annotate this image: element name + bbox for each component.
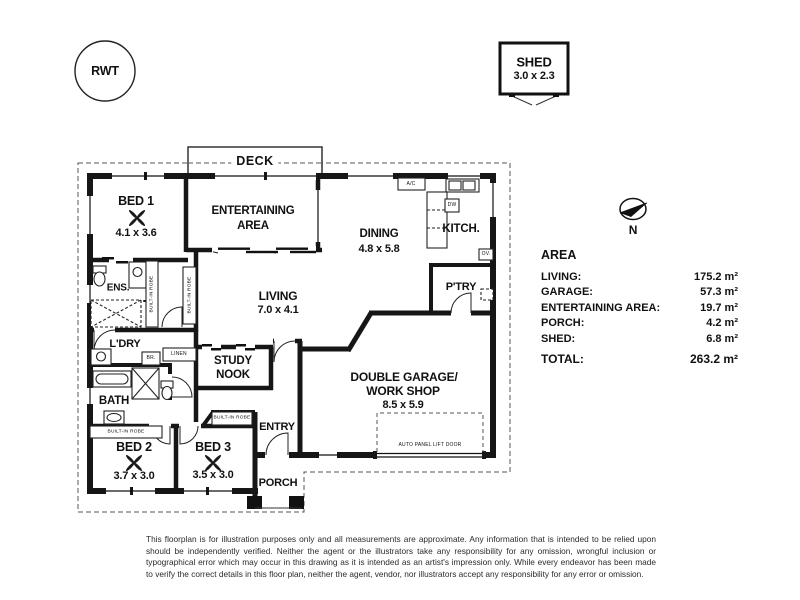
legend-row: LIVING:175.2 m²	[541, 271, 738, 283]
room-label-bed3: BED 3	[195, 440, 231, 454]
broom-box	[141, 351, 161, 366]
kitchen-sink-icon	[445, 178, 480, 193]
legend-row: ENTERTAINING AREA:19.7 m²	[541, 301, 738, 314]
shower-icon	[90, 299, 142, 328]
legend-total: TOTAL:263.2 m²	[541, 352, 738, 367]
pantry-shelf-icon	[480, 288, 494, 301]
ov-label: OV.	[481, 251, 491, 257]
porch-pillars	[247, 496, 304, 509]
door-arcs	[93, 292, 472, 456]
deck-label: DECK	[231, 154, 279, 168]
linen-box	[162, 347, 197, 362]
dw-label: DW	[447, 202, 457, 208]
disclaimer-text: This floorplan is for illustration purpo…	[146, 534, 656, 580]
room-label-living: LIVING	[258, 289, 298, 303]
room-dims-living: 7.0 x 4.1	[257, 304, 299, 316]
room-label-study: STUDY	[214, 355, 252, 367]
bathtub-icon	[92, 370, 132, 388]
room-label-study-2: NOOK	[216, 369, 250, 381]
robe-label: BUILT-IN ROBE	[187, 276, 192, 314]
toilet-icon	[92, 265, 107, 287]
room-label-kitchen: KITCH.	[442, 223, 480, 235]
ac-label: A/C	[406, 181, 416, 187]
robe-label: BUILT-IN ROBE	[107, 429, 145, 435]
sliding-door-icon	[212, 246, 316, 255]
robe-box	[211, 411, 253, 426]
shed-outline	[498, 41, 570, 106]
room-dims-bed2: 3.7 x 3.0	[113, 470, 155, 482]
room-label-dining: DINING	[359, 228, 399, 240]
room-label-entry: ENTRY	[259, 421, 295, 433]
robe-strip	[145, 260, 159, 328]
air-conditioner-icon	[397, 177, 426, 191]
legend-row: PORCH:4.2 m²	[541, 317, 738, 330]
kitchen-bench-icon	[426, 191, 448, 249]
robe-label: BUILT-IN ROBE	[213, 415, 251, 421]
cavity-door-icons	[102, 257, 255, 351]
legend-row: GARAGE:57.3 m²	[541, 286, 738, 299]
property-boundary	[77, 162, 511, 513]
room-label-entertaining: ENTERTAINING	[211, 205, 295, 217]
shower-icon	[131, 367, 160, 400]
linen-label: LINEN	[171, 351, 187, 357]
rwt-label: RWT	[91, 64, 119, 78]
room-label-bed2: BED 2	[116, 440, 152, 454]
legend-title: AREA	[541, 248, 577, 262]
br-label: BR.	[146, 355, 156, 361]
north-compass-icon	[619, 197, 648, 221]
room-label-garage: DOUBLE GARAGE/	[350, 370, 458, 384]
legend-row: SHED:6.8 m²	[541, 332, 738, 345]
robe-label: BUILT-IN ROBE	[149, 275, 155, 313]
room-label-entertaining-2: AREA	[237, 220, 269, 232]
dishwasher-icon	[444, 198, 460, 213]
toilet-icon	[160, 380, 174, 401]
ceiling-fan-icon	[128, 209, 146, 227]
room-label-garage-2: WORK SHOP	[366, 384, 440, 398]
room-label-ensuite: ENS.	[106, 282, 130, 294]
robe-strip	[182, 266, 197, 325]
lift-door-label: AUTO PANEL LIFT DOOR	[398, 442, 462, 448]
room-dims-dining: 4.8 x 5.8	[358, 243, 400, 255]
rainwater-tank-circle	[74, 40, 136, 102]
fixtures	[89, 177, 494, 439]
north-label: N	[628, 223, 638, 237]
room-dims-garage: 8.5 x 5.9	[382, 399, 424, 411]
robe-box	[89, 425, 163, 439]
shed-label: SHED	[516, 54, 552, 70]
room-label-bed1: BED 1	[118, 194, 154, 208]
room-dims-bed1: 4.1 x 3.6	[115, 227, 157, 239]
area-legend: AREA LIVING:175.2 m² GARAGE:57.3 m² ENTE…	[541, 248, 738, 367]
oven-icon	[478, 248, 494, 261]
garage-door-recess	[376, 412, 484, 452]
room-dims-bed3: 3.5 x 3.0	[192, 469, 234, 481]
shed-dims: 3.0 x 2.3	[513, 70, 555, 82]
room-label-pantry: P'TRY	[445, 281, 477, 293]
room-label-laundry: L'DRY	[109, 338, 141, 350]
room-label-porch: PORCH	[258, 477, 298, 489]
room-label-bath: BATH	[98, 395, 130, 407]
